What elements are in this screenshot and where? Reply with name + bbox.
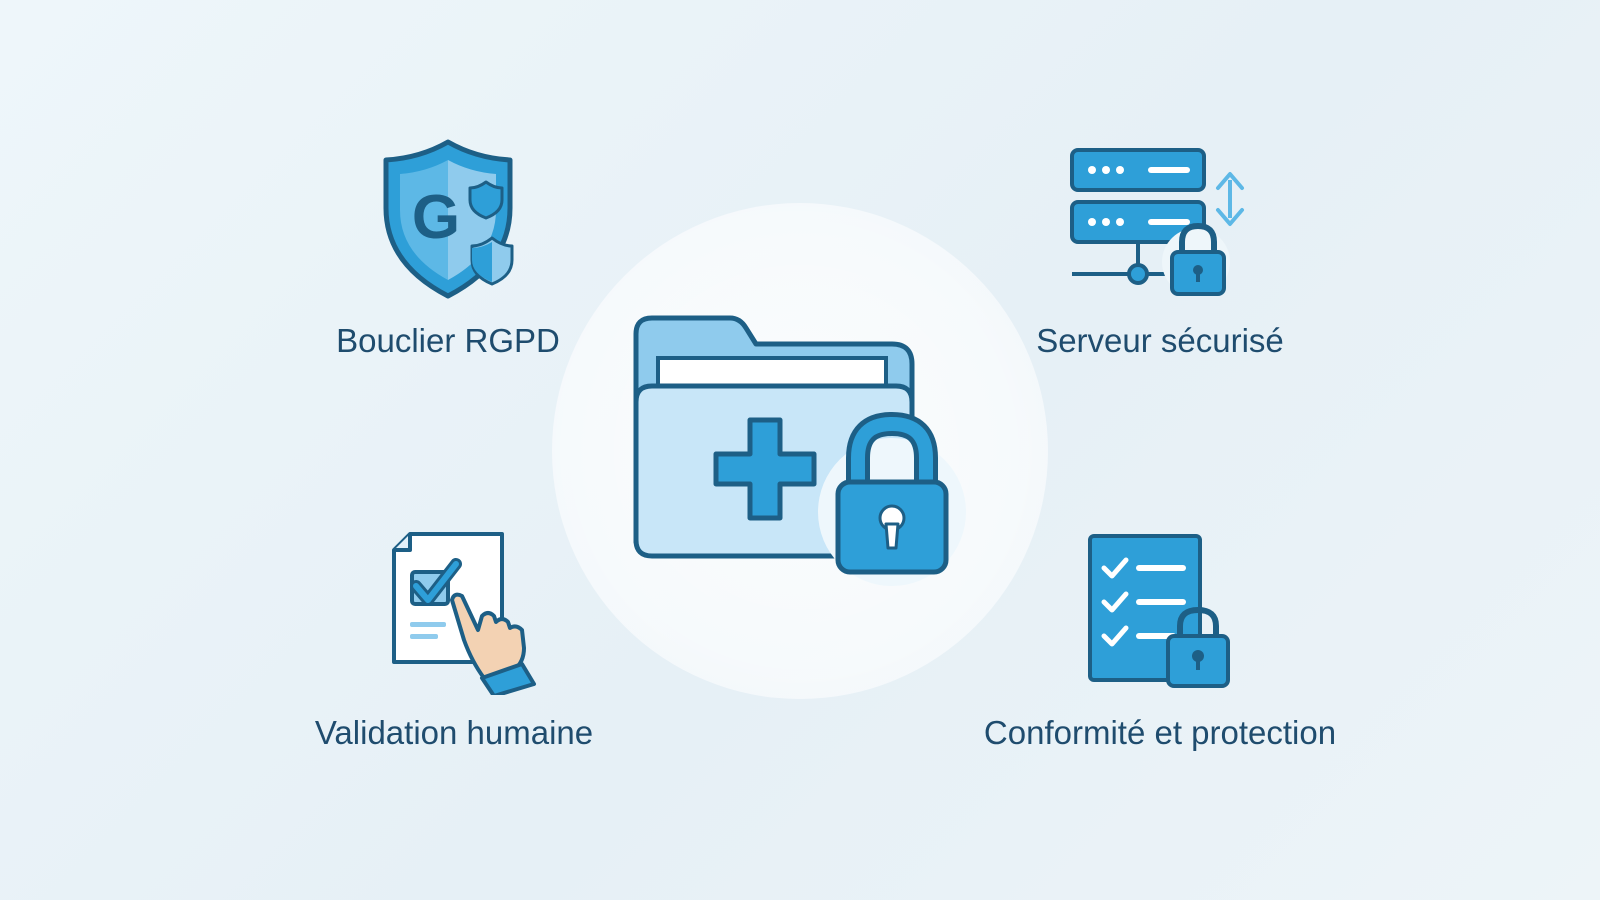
secure-server-icon (1068, 146, 1252, 298)
feature-label-human-validation: Validation humaine (314, 714, 594, 751)
medical-folder-lock-icon (630, 312, 970, 602)
gdpr-shield-icon: G (378, 138, 518, 300)
compliance-checklist-icon (1086, 532, 1234, 692)
svg-text:G: G (412, 183, 460, 252)
feature-label-compliance: Conformité et protection (983, 714, 1337, 751)
feature-label-gdpr-shield: Bouclier RGPD (336, 322, 560, 359)
feature-label-secure-server: Serveur sécurisé (1036, 322, 1284, 359)
human-validation-icon (390, 530, 550, 698)
